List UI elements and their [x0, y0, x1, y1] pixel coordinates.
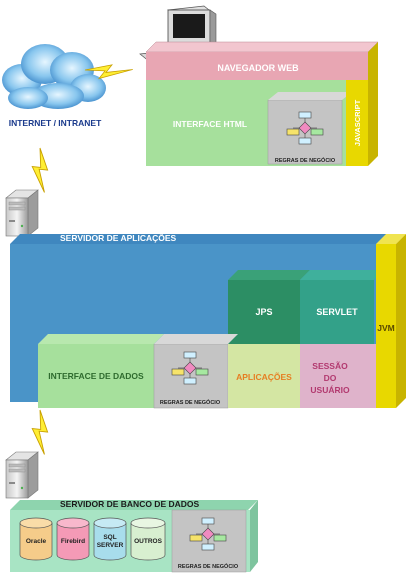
internet-label: INTERNET / INTRANET: [9, 118, 102, 128]
db-server-tier: SERVIDOR DE BANCO DE DADOS Oracle Firebi…: [10, 499, 258, 573]
session-label-line1: SESSÃO: [312, 361, 348, 371]
jvm-label: JVM: [377, 323, 394, 333]
connection-lightning-icon: [19, 147, 65, 193]
app-rules-label: REGRAS DE NEGÓCIO: [160, 398, 221, 406]
db-rules-label: REGRAS DE NEGÓCIO: [178, 562, 239, 570]
app-server-tower-icon: [5, 189, 39, 237]
database-cylinder-firebird: Firebird: [56, 517, 90, 561]
jvm-column: [376, 244, 396, 408]
database-cylinder-others: OUTROS: [130, 517, 166, 561]
session-label-line3: USUÁRIO: [310, 385, 350, 395]
app-server-tier: SERVIDOR DE APLICAÇÕES JPS SERVLET JVM I…: [10, 233, 406, 409]
database-label-line2: SERVER: [97, 542, 124, 549]
db-server-title: SERVIDOR DE BANCO DE DADOS: [60, 499, 199, 509]
database-label: Oracle: [26, 538, 47, 545]
app-server-title: SERVIDOR DE APLICAÇÕES: [60, 233, 177, 243]
database-cylinder-oracle: Oracle: [19, 517, 53, 561]
connection-lightning-icon: [19, 409, 65, 455]
jps-box: [228, 280, 300, 344]
user-session-box: [300, 344, 376, 408]
servlet-label: SERVLET: [316, 307, 358, 317]
data-interface-label: INTERFACE DE DADOS: [48, 371, 144, 381]
database-label: SQL: [103, 534, 116, 541]
applications-box: [228, 344, 300, 408]
javascript-label: JAVASCRIPT: [353, 99, 362, 146]
servlet-box: [300, 280, 374, 344]
db-server-tower-icon: [5, 451, 39, 499]
browser-tier: NAVEGADOR WEB INTERFACE HTML REGRAS DE N…: [145, 41, 379, 166]
browser-title: NAVEGADOR WEB: [217, 63, 299, 73]
database-label: OUTROS: [134, 538, 162, 545]
browser-rules-label: REGRAS DE NEGÓCIO: [275, 156, 336, 164]
browser-header-bar: [146, 52, 368, 80]
session-label-line2: DO: [324, 373, 337, 383]
data-interface-box: [38, 344, 154, 408]
database-label: Firebird: [61, 538, 85, 545]
javascript-column: [346, 80, 368, 166]
internet-cloud: [2, 44, 106, 109]
applications-label: APLICAÇÕES: [236, 372, 292, 382]
jps-label: JPS: [255, 307, 272, 317]
html-interface-label: INTERFACE HTML: [173, 119, 247, 129]
database-cylinder-sql-server: SQL SERVER: [93, 517, 127, 561]
